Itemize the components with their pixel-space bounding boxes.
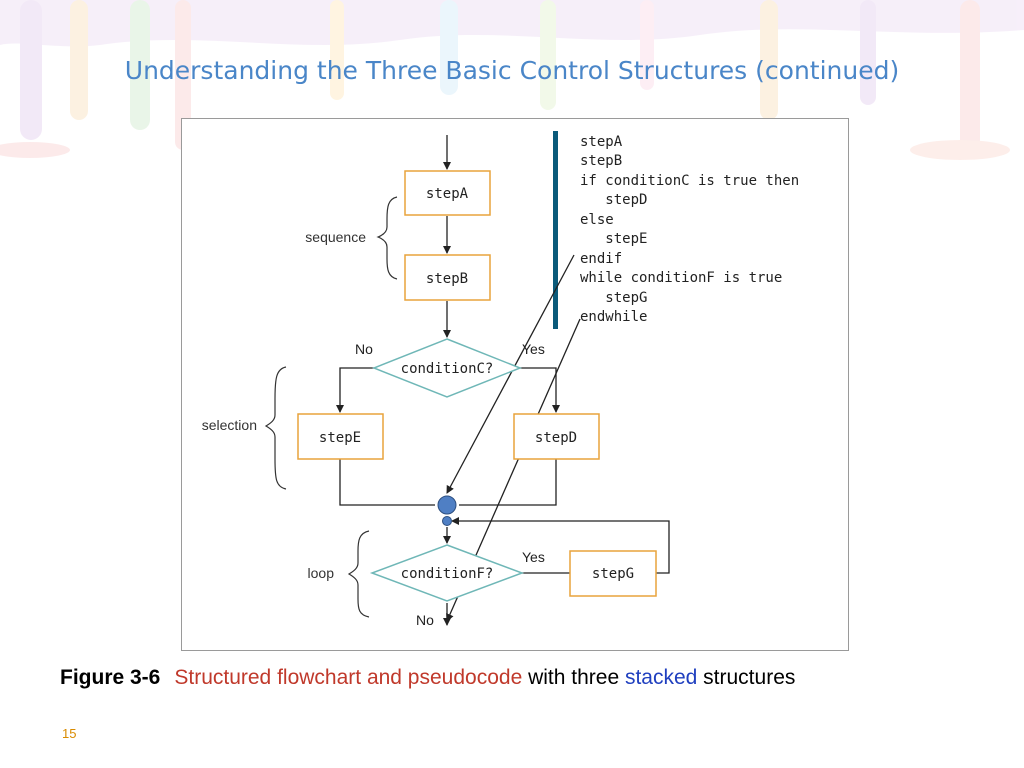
step-b-box [404, 254, 491, 301]
decision-f-label: conditionF? [401, 566, 494, 582]
step-e-label: stepE [319, 430, 361, 446]
edge-label-yes-c: Yes [522, 341, 545, 357]
pseudocode-line: endwhile [580, 309, 647, 325]
pseudocode-line: while conditionF is true [580, 270, 782, 286]
pseudocode-line: stepG [580, 290, 647, 306]
flow-yes-branch [520, 367, 560, 413]
caption-part-3: stacked [624, 666, 698, 689]
step-a-box [404, 170, 491, 216]
loop-label: loop [308, 565, 335, 581]
slide-number: 15 [62, 726, 77, 741]
selection-label: selection [202, 417, 257, 433]
caption-part-2: with three [522, 666, 625, 689]
step-d-label: stepD [535, 430, 577, 446]
slide-title: Understanding the Three Basic Control St… [124, 56, 900, 85]
step-d-box [513, 413, 600, 460]
edge-label-yes-f: Yes [522, 549, 545, 565]
sequence-label: sequence [305, 229, 366, 245]
sequence-bracket [376, 196, 398, 280]
caption-part-4: structures [697, 666, 796, 689]
decision-c-diamond [371, 338, 523, 398]
decision-f-diamond [369, 544, 525, 602]
figure-box: stepA stepB stepE stepD stepG conditionC… [181, 118, 849, 651]
pseudocode-line: endif [580, 251, 622, 267]
flow-loop-back [451, 517, 670, 574]
loop-connector [442, 516, 452, 526]
step-b-label: stepB [426, 271, 468, 287]
loop-bracket [347, 530, 370, 618]
decision-c-label: conditionC? [401, 361, 494, 377]
pseudocode-line: stepB [580, 153, 622, 169]
pseudocode-line: stepA [580, 134, 623, 150]
edge-label-no-f: No [416, 612, 434, 628]
flowchart-diagram: stepA stepB stepE stepD stepG conditionC… [202, 131, 799, 628]
figure-caption: Figure 3-6 Structured flowchart and pseud… [60, 666, 1020, 690]
step-g-box [569, 550, 657, 597]
code-bar [553, 131, 558, 329]
selection-bracket [264, 366, 287, 490]
step-e-box [297, 413, 384, 460]
join-connector [437, 495, 457, 515]
step-a-label: stepA [426, 186, 469, 202]
pseudocode-line: stepD [580, 192, 647, 208]
flow-d-join [459, 459, 557, 506]
decorative-background [0, 0, 1024, 160]
caption-part-1: Structured flowchart and pseudocode [174, 666, 523, 689]
pseudocode-line: if conditionC is true then [580, 173, 799, 189]
flow-e-join [339, 459, 435, 506]
step-g-label: stepG [592, 566, 634, 582]
pointer-endif [446, 254, 575, 494]
pseudocode-line: stepE [580, 231, 647, 247]
pseudocode-line: else [580, 212, 614, 228]
caption-label: Figure 3-6 [60, 666, 161, 689]
flow-no-branch [336, 367, 374, 413]
edge-label-no-c: No [355, 341, 373, 357]
